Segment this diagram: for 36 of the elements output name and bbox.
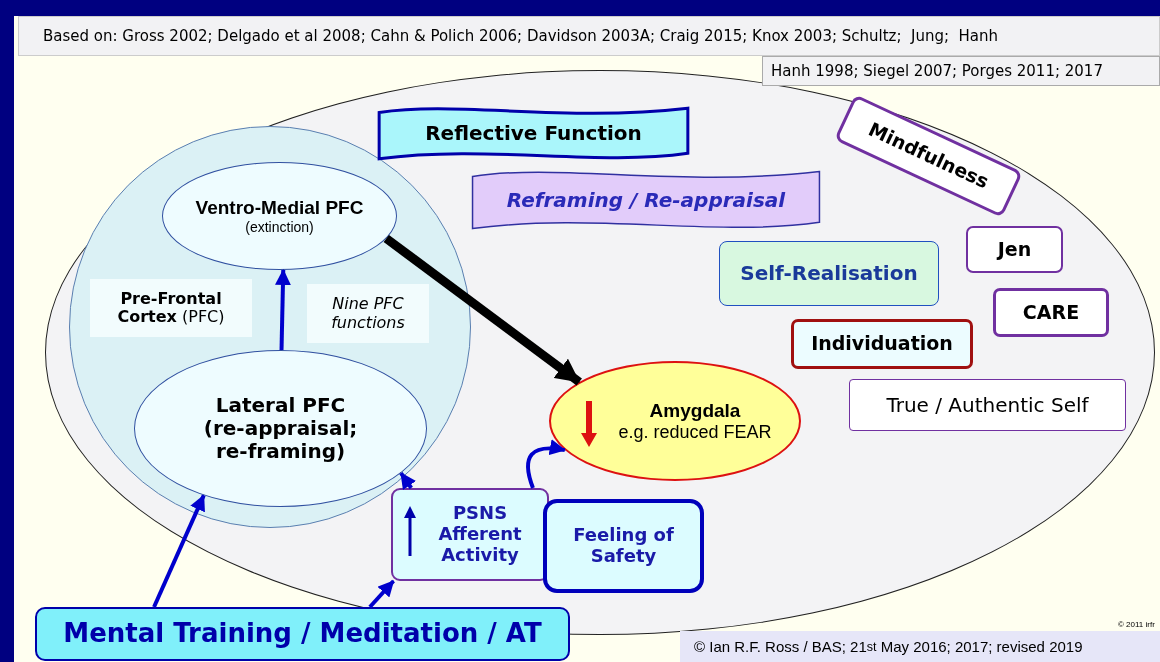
banner-shape	[376, 106, 691, 161]
arrow	[526, 439, 566, 489]
node-label: Feeling of Safety	[572, 525, 675, 567]
arrow	[368, 579, 396, 609]
node-label: True / Authentic Self	[886, 393, 1089, 417]
copyright-note: © 2011 irfr	[1118, 618, 1156, 631]
rounded-box	[391, 488, 549, 581]
reference-note: Hanh 1998; Siegel 2007; Porges 2011; 2017	[762, 56, 1160, 86]
node-label: Ventro-Medial PFC	[195, 197, 364, 219]
node-label: Self-Realisation	[740, 262, 918, 285]
rounded-box	[35, 607, 570, 661]
arrow	[383, 234, 582, 386]
node-label: Nine PFC functions	[330, 295, 406, 332]
node-label: Individuation	[811, 333, 953, 355]
node-label: Pre-Frontal Cortex (PFC)	[116, 289, 226, 327]
node-label: Reframing / Re-appraisal	[506, 188, 786, 212]
node-label: CARE	[1022, 301, 1080, 324]
node-label: Jen	[997, 238, 1032, 261]
rounded-box	[791, 319, 973, 369]
rounded-box	[966, 226, 1063, 273]
arrow	[399, 472, 417, 491]
node-label: Mental Training / Meditation / AT	[63, 619, 542, 649]
banner-shape	[469, 169, 823, 231]
node-label: e.g. reduced FEAR	[618, 421, 772, 443]
arrow	[152, 494, 206, 608]
arrow	[274, 268, 291, 351]
node-label: PSNS Afferent Activity	[437, 503, 523, 566]
rounded-box	[993, 288, 1109, 337]
node-label: Lateral PFC (re-appraisal; re-framing)	[202, 394, 359, 463]
text-box	[849, 379, 1126, 431]
node-label: Amygdala	[649, 399, 741, 422]
rounded-box	[719, 241, 939, 306]
reference-note: Based on: Gross 2002; Delgado et al 2008; Cahn & Polich 2006; Davidson 2003A; Craig 2015; Knox 2003; Schultz; Jung; Hanh	[18, 16, 1160, 56]
node-label: (extinction)	[245, 218, 314, 235]
rounded-box	[543, 499, 704, 593]
node-label: Reflective Function	[425, 122, 642, 145]
